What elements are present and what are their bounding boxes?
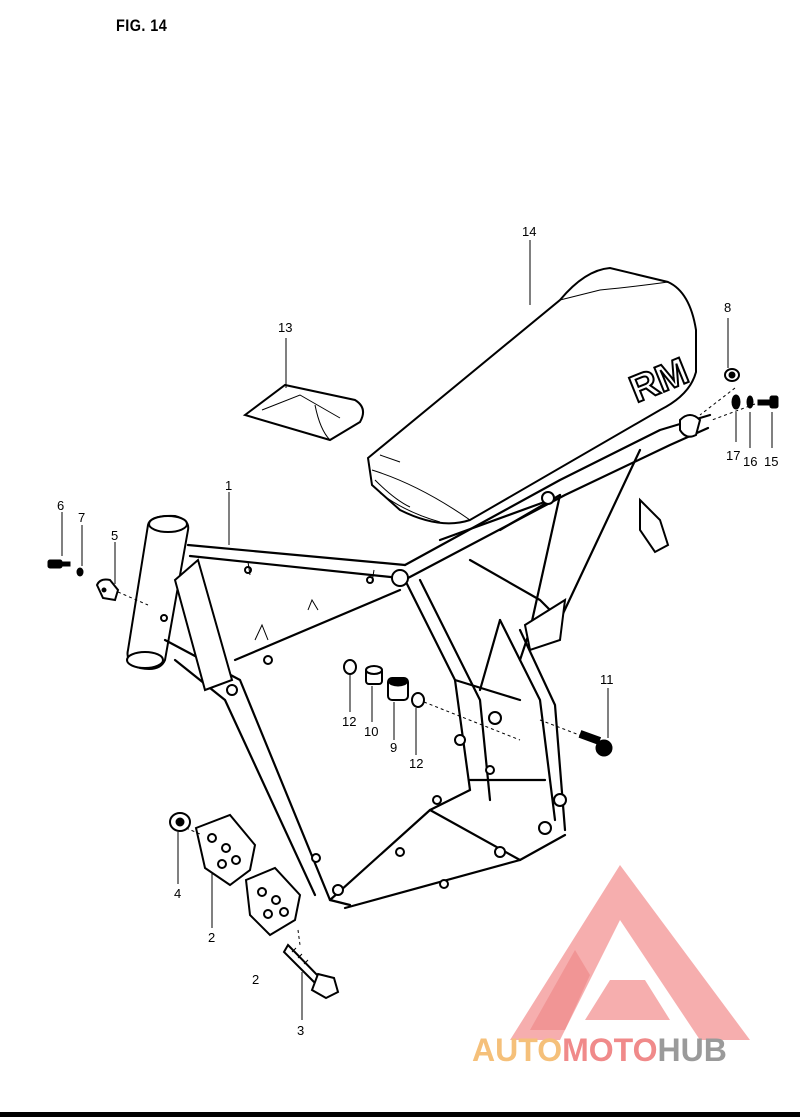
callout-12-right: 12 [409,756,423,771]
callout-2-upper: 2 [208,930,215,945]
collar-12-left-part [343,659,357,675]
callout-9: 9 [390,740,397,755]
collar-12-right-part [411,692,425,708]
callout-12-left: 12 [342,714,356,729]
callout-11: 11 [600,672,614,687]
bottom-border [0,1112,800,1117]
engine-plate-lower-part [244,866,302,937]
bolt-11-part [578,730,613,757]
bushing-9-part [387,677,409,701]
callout-5: 5 [111,528,118,543]
watermark-text-hub: HUB [657,1032,727,1068]
nut-4-part [169,812,191,832]
watermark-text: AUTOMOTOHUB [472,1032,727,1069]
engine-plate-upper-part [194,813,257,887]
washer-16-part [746,395,754,409]
callout-15: 15 [764,454,778,469]
callout-4: 4 [174,886,181,901]
washer-7-part [76,567,84,577]
callout-2-lower: 2 [252,972,259,987]
callout-10: 10 [364,724,378,739]
watermark-text-moto: MOTO [562,1032,658,1068]
leader-lines [61,240,773,1020]
callout-labels: 1 2 2 3 4 5 6 7 8 9 10 11 12 12 13 14 15… [57,224,778,1038]
bolt-15-part [757,395,779,409]
spacer-10-part [365,665,383,685]
callout-17: 17 [726,448,740,463]
callout-14: 14 [522,224,536,239]
callout-7: 7 [78,510,85,525]
callout-8: 8 [724,300,731,315]
bolt-3-part [282,943,340,1000]
washer-17-part [731,394,741,410]
bolt-6-part [47,559,71,569]
nut-8-part [724,368,740,382]
clamp-part [95,578,120,602]
seat-strap-part [242,383,365,442]
callout-16: 16 [743,454,757,469]
figure-title: FIG. 14 [116,16,168,35]
frame-part [126,413,712,910]
watermark-logo-icon [510,865,750,1040]
callout-3: 3 [297,1023,304,1038]
callout-6: 6 [57,498,64,513]
seat-part: RM [366,266,697,525]
callout-1: 1 [225,478,232,493]
callout-13: 13 [278,320,292,335]
watermark-text-auto: AUTO [472,1032,563,1068]
